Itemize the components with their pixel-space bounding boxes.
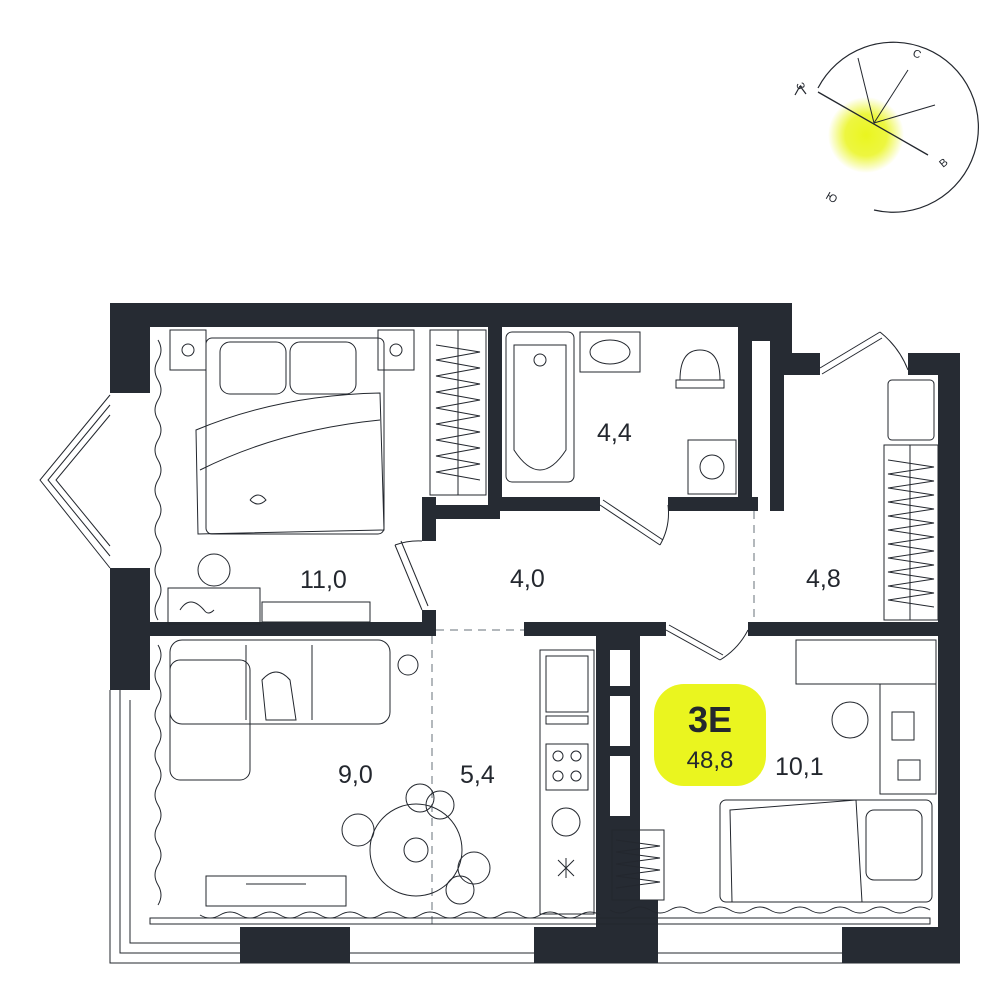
radiator-icon [149,917,931,925]
toilet-icon [675,349,725,389]
room-area-hall: 4,0 [510,565,545,593]
window-icon [39,394,960,964]
room-area-kids-room: 10,1 [775,753,824,781]
compass-south-label: Ю [824,190,840,206]
room-area-bedroom: 11,0 [300,566,347,594]
compass-ring [817,41,979,213]
bathtub-icon [505,331,575,483]
desk-icon [795,639,937,795]
room-labels: 11,0 4,4 4,0 4,8 9,0 5,4 10,1 [300,419,841,789]
room-area-bathroom: 4,4 [597,419,632,447]
compass-west-label: З [793,81,807,92]
bedside-table-icon [169,329,415,371]
kitchen-unit-icon [539,649,595,915]
compass-north-label: С [911,48,923,62]
tv-unit-icon [205,875,347,907]
wardrobe-icon [883,379,939,621]
apartment-total-area: 48,8 [687,747,734,774]
door-icon [394,331,909,661]
sink-icon [579,331,641,373]
compass-main-axis [817,91,929,156]
desk-icon [167,553,371,625]
compass-east-label: В [937,156,950,170]
room-area-entrance: 4,8 [806,565,841,593]
ventilation-shaft [610,341,770,816]
wardrobe-icon [429,329,487,496]
single-bed-icon [719,799,933,903]
compass-arrow-icon [794,85,807,96]
washing-machine-icon [687,439,737,495]
room-area-living: 9,0 [338,761,373,789]
walls [110,303,960,963]
curtain-icon [154,339,931,919]
dining-table-icon [341,783,491,905]
double-bed-icon [195,337,385,535]
apartment-code: 3E [688,699,732,740]
room-area-kitchen: 5,4 [460,761,495,789]
apartment-badge: 3E 48,8 [654,684,766,786]
cabinet-icon [611,829,665,901]
sun-glow-icon [828,97,904,173]
badge-background [654,684,766,786]
compass: С В Ю З [793,41,979,213]
zone-dividers [431,511,755,927]
sofa-icon [169,639,419,781]
